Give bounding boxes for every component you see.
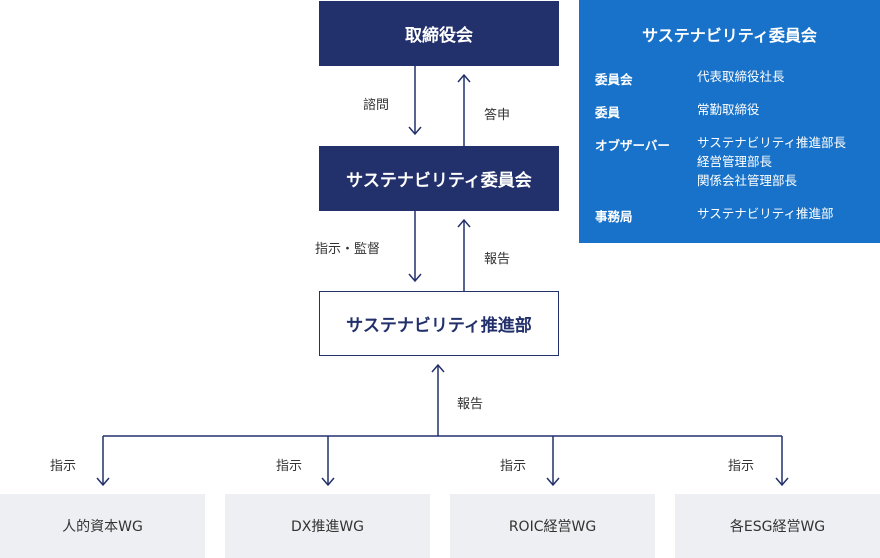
wg-box-human-capital: 人的資本WG <box>0 494 205 558</box>
answer-label: 答申 <box>484 108 511 123</box>
report-label-1: 報告 <box>484 252 511 267</box>
panel-value-observer-3: 関係会社管理部長 <box>697 173 798 188</box>
wg-label: ROIC経営WG <box>508 519 597 535</box>
panel-key-members: 委員 <box>595 105 621 120</box>
panel-key-secretariat: 事務局 <box>595 209 633 224</box>
board-box: 取締役会 <box>319 1 559 66</box>
wg-label: 各ESG経営WG <box>729 519 826 535</box>
wg-box-roic: ROIC経営WG <box>450 494 655 558</box>
panel-key-observers: オブザーバー <box>595 138 670 153</box>
panel-value-observer-1: サステナビリティ推進部長 <box>697 135 847 150</box>
instruct-label-2: 指示 <box>276 459 303 474</box>
consult-label: 諮問 <box>363 98 390 113</box>
instruct-label-3: 指示 <box>500 459 527 474</box>
board-label: 取締役会 <box>405 26 473 46</box>
wg-box-esg: 各ESG経営WG <box>675 494 880 558</box>
wg-box-dx: DX推進WG <box>225 494 430 558</box>
committee-label: サステナビリティ委員会 <box>346 171 532 191</box>
panel-value-secretariat: サステナビリティ推進部 <box>697 206 834 221</box>
committee-panel: サステナビリティ委員会 委員会 代表取締役社長 委員 常勤取締役 オブザーバー … <box>579 0 880 243</box>
panel-value-observer-2: 経営管理部長 <box>697 154 773 169</box>
panel-value-members: 常勤取締役 <box>697 102 760 117</box>
panel-value-chair: 代表取締役社長 <box>697 69 785 84</box>
panel-title: サステナビリティ委員会 <box>642 26 817 45</box>
committee-box: サステナビリティ委員会 <box>319 146 559 211</box>
instruct-label-1: 指示 <box>50 459 77 474</box>
instruct-label-4: 指示 <box>728 459 755 474</box>
wg-label: DX推進WG <box>290 519 365 535</box>
report-label-2: 報告 <box>457 397 484 412</box>
department-label: サステナビリティ推進部 <box>346 316 532 336</box>
department-box: サステナビリティ推進部 <box>319 291 559 356</box>
instruct-monitor-label: 指示・監督 <box>315 242 381 257</box>
wg-label: 人的資本WG <box>62 519 143 535</box>
panel-key-chair: 委員会 <box>595 72 633 87</box>
